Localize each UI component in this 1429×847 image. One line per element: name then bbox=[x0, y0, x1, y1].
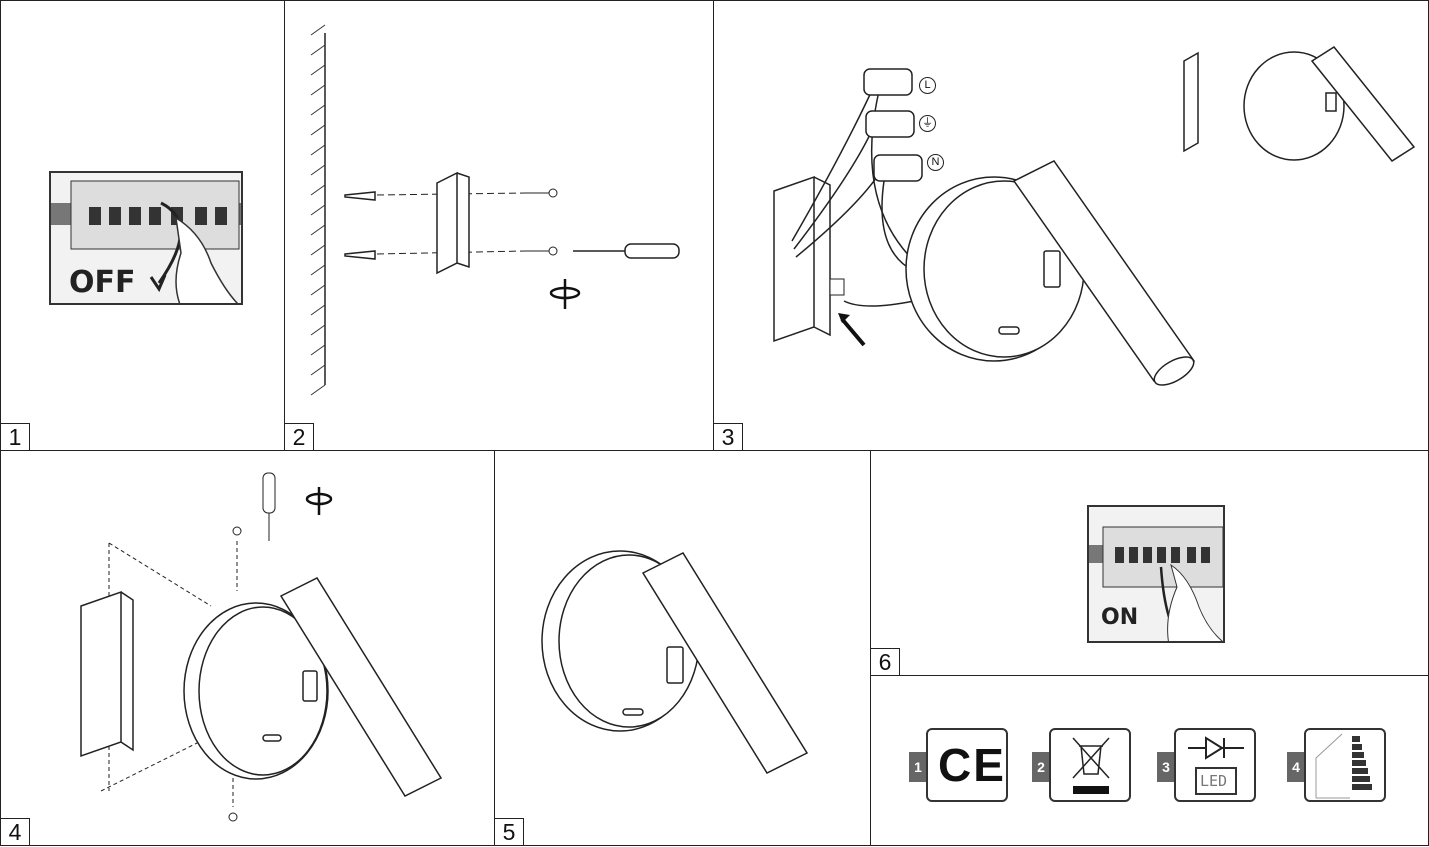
screwdriver-icon bbox=[573, 243, 680, 259]
breaker-icon bbox=[51, 180, 241, 303]
arrow-icon bbox=[840, 317, 866, 347]
breaker-icon bbox=[1089, 526, 1223, 641]
step-3-panel: L ⏚ N 3 bbox=[713, 0, 1429, 451]
rotate-icon bbox=[305, 487, 333, 515]
step-number: 1 bbox=[1, 423, 30, 450]
symbol-number: 4 bbox=[1287, 752, 1305, 782]
step-5-panel: 5 bbox=[494, 450, 871, 846]
breaker-on-image: ON bbox=[1087, 505, 1225, 643]
step-number: 2 bbox=[285, 423, 314, 450]
led-diode-icon: LED bbox=[1174, 728, 1256, 802]
screw-icon bbox=[228, 526, 242, 822]
lamp-preview-icon bbox=[1183, 46, 1416, 162]
ce-mark-text: CE bbox=[938, 739, 1006, 791]
symbols-panel: 1 CE 2 3 LED 4 bbox=[870, 675, 1429, 846]
breaker-on-label: ON bbox=[1101, 605, 1139, 630]
step-6-panel: ON 6 bbox=[870, 450, 1429, 676]
step-number: 6 bbox=[871, 648, 900, 675]
wall-plug-icon bbox=[344, 191, 376, 260]
mounting-bracket-icon bbox=[80, 590, 134, 758]
wiring-diagram bbox=[773, 46, 1416, 386]
lamp-body-icon bbox=[183, 577, 443, 797]
ce-mark-icon: CE bbox=[926, 728, 1008, 802]
mounting-bracket-icon bbox=[773, 175, 831, 343]
rotate-icon bbox=[549, 279, 581, 309]
finished-lamp-image bbox=[541, 550, 809, 774]
lamp-assembly-diagram bbox=[80, 472, 443, 822]
lamp-body-icon bbox=[905, 160, 1196, 386]
wall-mounting-diagram bbox=[310, 24, 680, 396]
energy-class-icon bbox=[1304, 728, 1386, 802]
symbol-number: 1 bbox=[909, 752, 927, 782]
step-1-panel: OFF 1 bbox=[0, 0, 285, 451]
step-number: 5 bbox=[495, 818, 524, 845]
led-text: LED bbox=[1200, 772, 1228, 790]
screw-icon bbox=[525, 188, 558, 256]
step-number: 4 bbox=[1, 818, 30, 845]
screwdriver-icon bbox=[262, 472, 276, 541]
symbol-number: 3 bbox=[1157, 752, 1175, 782]
step-number: 3 bbox=[714, 423, 743, 450]
step-2-panel: 2 bbox=[284, 0, 714, 451]
mounting-bracket-icon bbox=[436, 171, 470, 275]
symbol-number: 2 bbox=[1032, 752, 1050, 782]
earth-wire-label: ⏚ bbox=[919, 115, 936, 132]
neutral-wire-label: N bbox=[927, 154, 944, 171]
terminal-connector-icon bbox=[863, 68, 923, 182]
live-wire-label: L bbox=[919, 77, 936, 94]
breaker-off-label: OFF bbox=[69, 265, 136, 300]
step-4-panel: 4 bbox=[0, 450, 495, 846]
breaker-off-image: OFF bbox=[49, 171, 243, 305]
weee-bin-icon bbox=[1049, 728, 1131, 802]
